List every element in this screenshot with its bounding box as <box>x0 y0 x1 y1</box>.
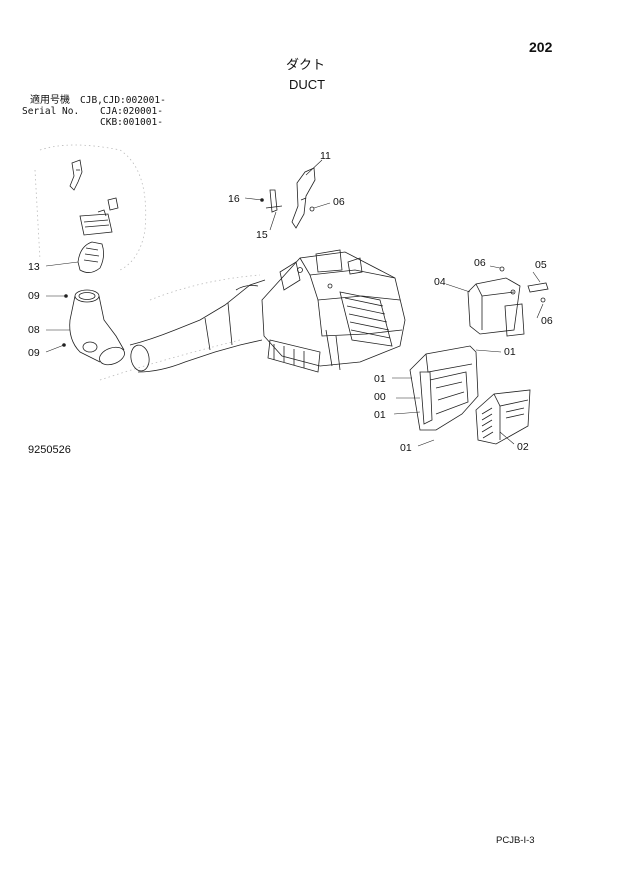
small-clip-part <box>107 197 119 211</box>
figure-number: 9250526 <box>28 444 71 456</box>
nozzle-13 <box>77 241 104 273</box>
callout-08: 08 <box>28 324 40 336</box>
title-english: DUCT <box>289 77 326 92</box>
callout-02: 02 <box>517 441 529 453</box>
filter-02 <box>475 389 531 445</box>
screw-06-a <box>499 266 505 272</box>
elbow-duct-08 <box>69 289 125 366</box>
callout-04: 04 <box>434 276 446 288</box>
callout-15: 15 <box>256 229 268 241</box>
cab-outline <box>34 144 261 381</box>
callout-01-a: 01 <box>374 373 386 385</box>
serial-label-en: Serial No. <box>22 106 80 117</box>
air-conditioner-unit <box>261 249 406 373</box>
serial-line-3: CKB:001001- <box>100 117 163 128</box>
page-number: 202 <box>529 39 553 55</box>
callout-16: 16 <box>228 193 240 205</box>
callout-11: 11 <box>320 150 331 162</box>
callout-01-c: 01 <box>400 442 412 454</box>
callout-06-right-bottom: 06 <box>541 315 553 327</box>
connecting-duct <box>129 279 266 373</box>
title-japanese: ダクト <box>286 57 326 72</box>
bracket-group-11 <box>265 167 316 229</box>
callout-09-upper: 09 <box>28 290 40 302</box>
callout-05: 05 <box>535 259 547 271</box>
louver-grille-part <box>79 209 113 236</box>
callout-09-lower: 09 <box>28 347 40 359</box>
vent-lever-part <box>69 159 83 191</box>
footer-code: PCJB-I-3 <box>496 835 535 846</box>
serial-label-jp: 適用号機 <box>30 95 70 106</box>
screw-06-c <box>540 297 546 303</box>
callout-00: 00 <box>374 391 386 403</box>
callout-01-b: 01 <box>374 409 386 421</box>
callout-13: 13 <box>28 261 40 273</box>
screw-06-b <box>510 289 516 295</box>
callout-01-right: 01 <box>504 346 516 358</box>
serial-line-2: CJA:020001- <box>100 106 163 117</box>
serial-line-1: CJB,CJD:002001- <box>80 95 166 106</box>
clip-05 <box>527 282 549 293</box>
callout-06-right-top: 06 <box>474 257 486 269</box>
leader-lines <box>45 159 544 447</box>
panel-04b <box>504 303 525 337</box>
cover-04 <box>467 277 521 335</box>
frame-00 <box>409 345 479 431</box>
callout-06-top: 06 <box>333 196 345 208</box>
